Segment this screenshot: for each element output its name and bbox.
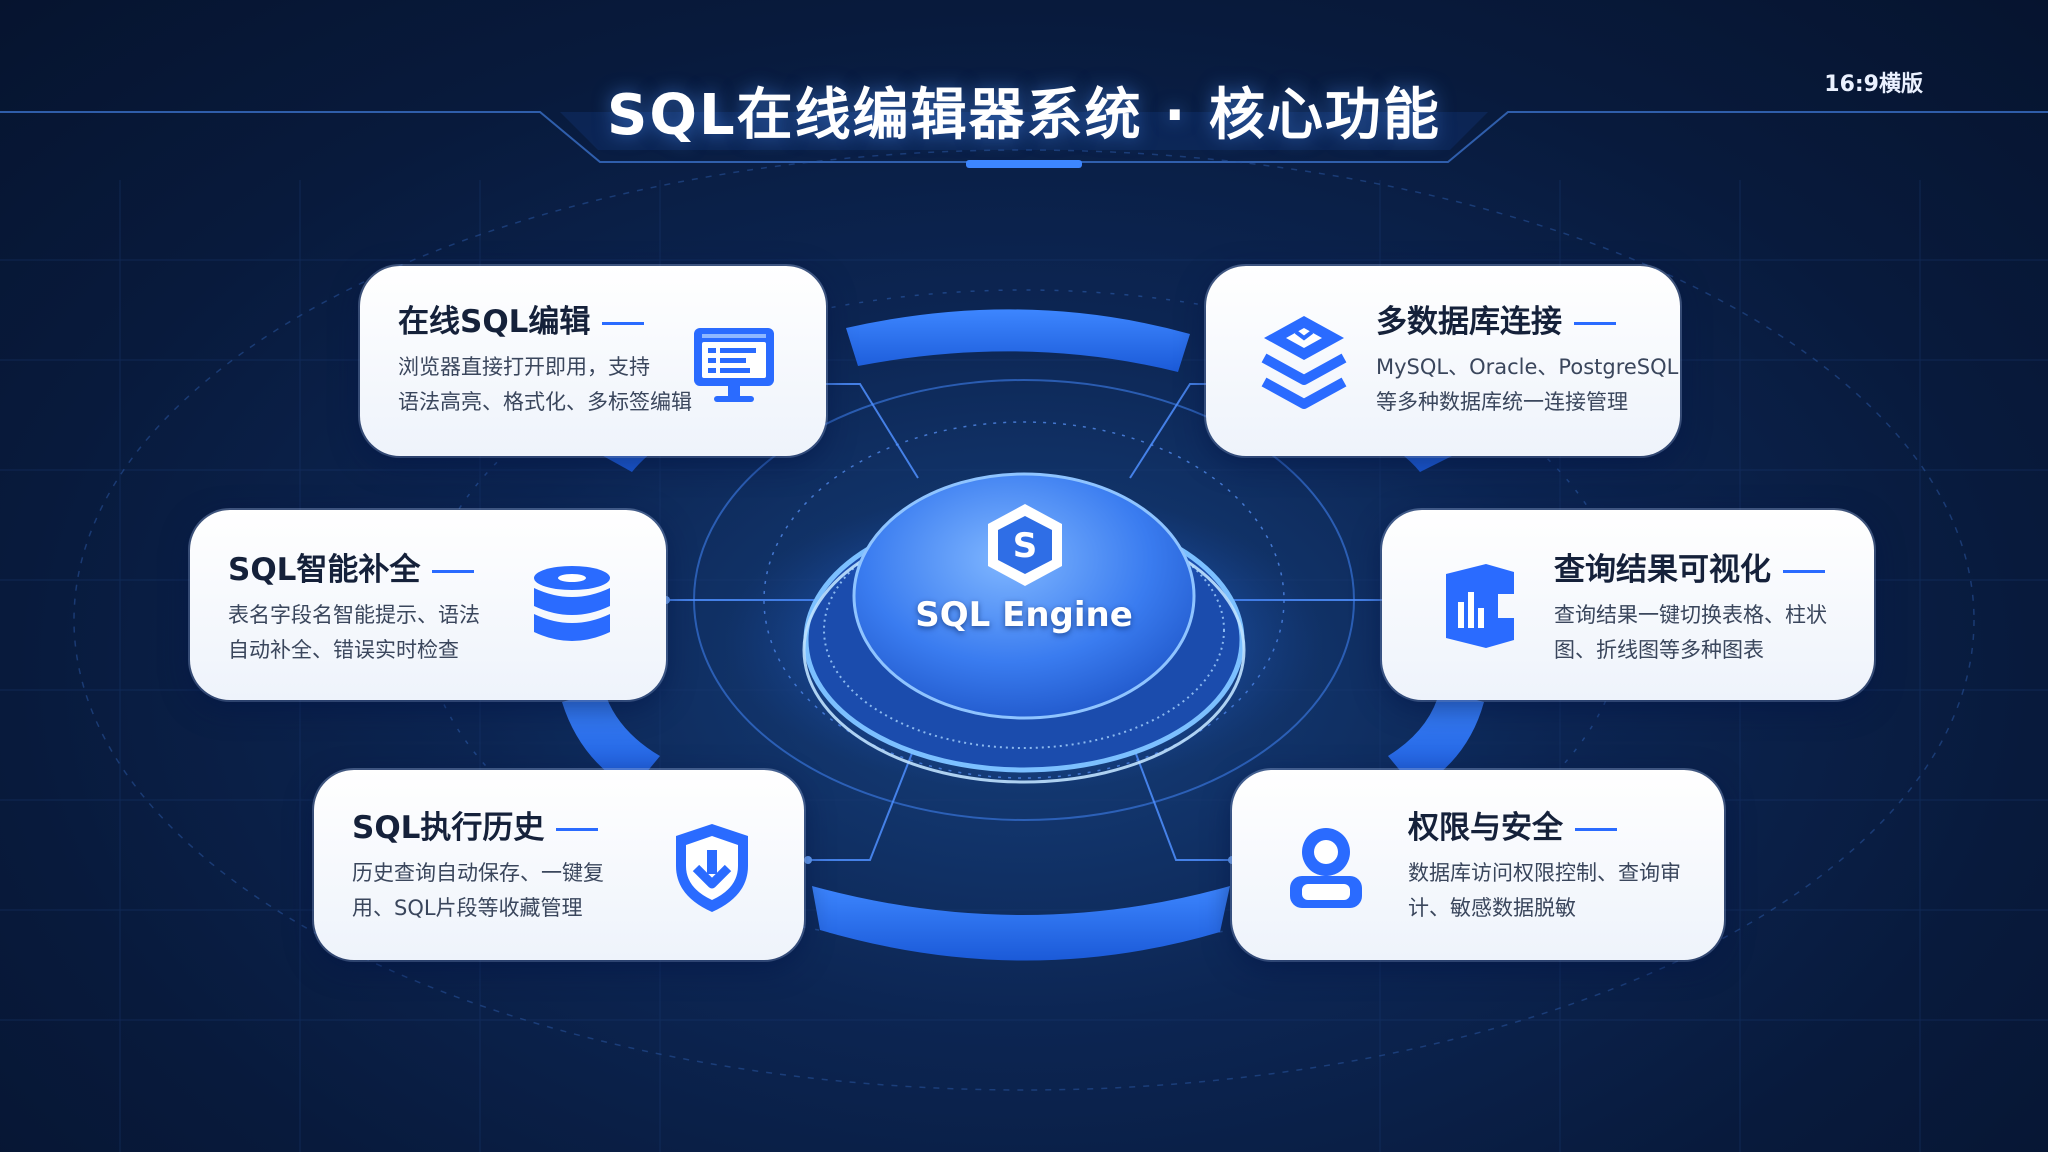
feature-description: MySQL、Oracle、PostgreSQL 等多种数据库统一连接管理 [1376,355,1679,414]
title-frame [0,111,2048,168]
feature-description: 浏览器直接打开即用，支持 语法高亮、格式化、多标签编辑 [398,355,692,414]
svg-text:S: S [1013,526,1038,566]
feature-title: 权限与安全 [1408,802,1617,847]
feature-title: SQL智能补全 [228,544,475,589]
feature-description: 数据库访问权限控制、查询审 计、敏感数据脱敏 [1408,861,1681,920]
aspect-badge: 16:9横版 [1824,72,1923,97]
feature-description: 表名字段名智能提示、语法 自动补全、错误实时检查 [228,603,480,662]
feature-card-visualize[interactable]: 查询结果可视化 查询结果一键切换表格、柱状 图、折线图等多种图表 [1382,510,1874,700]
feature-title: 多数据库连接 [1376,296,1616,341]
layers-icon [1261,316,1347,409]
hub-label: SQL Engine [915,595,1133,635]
monitor-code-icon [694,328,774,402]
feature-card-history[interactable]: SQL执行历史 历史查询自动保存、一键复 用、SQL片段等收藏管理 [314,770,804,960]
feature-card-multi-db[interactable]: 多数据库连接 MySQL、Oracle、PostgreSQL 等多种数据库统一连… [1206,266,1680,456]
feature-title: SQL执行历史 [352,802,599,847]
shield-download-icon [676,824,748,912]
feature-title: 在线SQL编辑 [398,296,645,341]
feature-description: 查询结果一键切换表格、柱状 图、折线图等多种图表 [1554,603,1827,662]
feature-card-autocomplete[interactable]: SQL智能补全 表名字段名智能提示、语法 自动补全、错误实时检查 [190,510,666,700]
user-lock-icon [1290,828,1362,908]
page-title: SQL在线编辑器系统 · 核心功能 [607,83,1441,148]
feature-description: 历史查询自动保存、一键复 用、SQL片段等收藏管理 [352,861,604,920]
feature-card-security[interactable]: 权限与安全 数据库访问权限控制、查询审 计、敏感数据脱敏 [1232,770,1724,960]
feature-card-online-edit[interactable]: 在线SQL编辑 浏览器直接打开即用，支持 语法高亮、格式化、多标签编辑 [360,266,826,456]
hexagon-s-icon: S [988,504,1062,586]
outer-dashed-ring [73,149,1975,1091]
feature-title: 查询结果可视化 [1554,544,1825,589]
database-icon [534,566,610,641]
sql-engine-hub [724,472,1324,790]
chart-tablet-icon [1446,564,1514,648]
